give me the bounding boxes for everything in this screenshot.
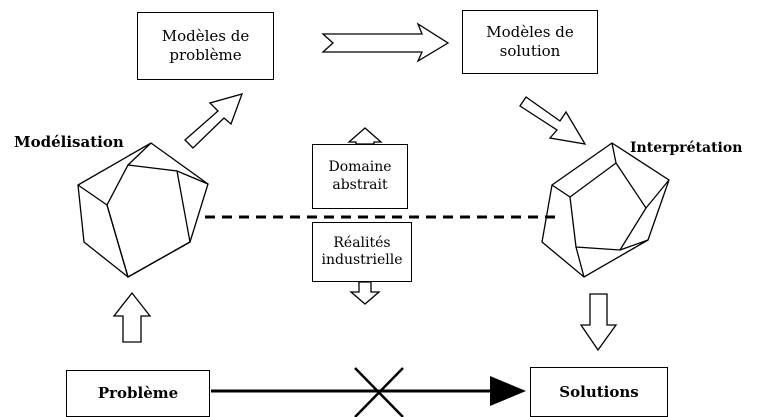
industrial-reality-box: Réalités industrielle xyxy=(312,222,412,282)
solutions-text: Solutions xyxy=(559,382,639,401)
solutions-box: Solutions xyxy=(530,367,668,417)
arrow-problem-to-modeling xyxy=(112,291,152,343)
interpretation-label: Interprétation xyxy=(630,140,743,156)
arrow-interpretation-down xyxy=(519,96,587,145)
left-polyhedron xyxy=(77,142,209,278)
arrow-problem-models-to-solution-models xyxy=(321,22,450,63)
problem-text: Problème xyxy=(97,384,179,403)
solution-models-box: Modèles de solution xyxy=(462,10,598,74)
problem-models-text: Modèles de problème xyxy=(161,27,250,64)
problem-models-box: Modèles de problème xyxy=(137,12,274,80)
problem-box: Problème xyxy=(66,370,210,417)
abstract-domain-text: Domaine abstrait xyxy=(328,159,392,193)
cross-mark xyxy=(354,367,404,417)
solution-models-text: Modèles de solution xyxy=(486,23,574,60)
arrow-modeling-up xyxy=(184,93,244,149)
modeling-label: Modélisation xyxy=(14,133,124,151)
arrow-abstract-domain-up-down xyxy=(347,127,383,145)
industrial-reality-text: Réalités industrielle xyxy=(321,234,403,269)
arrow-interpretation-to-solutions xyxy=(579,293,618,352)
arrow-industrial-reality-down xyxy=(349,281,381,305)
abstract-domain-box: Domaine abstrait xyxy=(312,144,408,209)
right-polyhedron xyxy=(541,142,670,278)
